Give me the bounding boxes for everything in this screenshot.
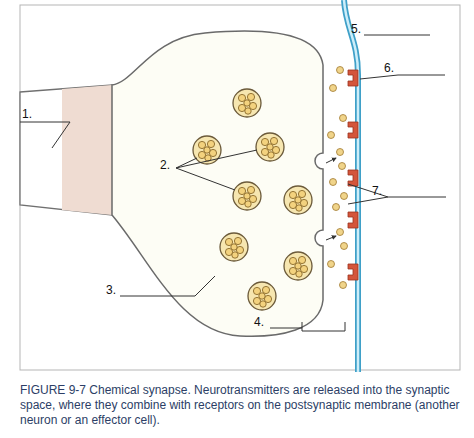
neurotransmitter [337,67,344,74]
neurotransmitter [330,179,337,186]
receptor [348,170,358,186]
synaptic-vesicle [233,182,261,210]
neurotransmitter [337,149,344,156]
synaptic-vesicle [220,233,248,261]
callout-number: 5. [351,22,361,36]
receptor [348,264,358,280]
synaptic-vesicle [233,89,261,117]
neurotransmitter [337,229,344,236]
callout-number: 4. [254,315,264,329]
receptor [348,70,358,86]
release-arrow [326,158,336,163]
leader-lines [20,35,446,331]
answer-line [388,197,446,198]
release-arrow [326,236,336,240]
neurotransmitter [339,163,346,170]
synaptic-vesicle [284,252,312,280]
neurotransmitter-group [328,67,348,289]
neurotransmitter [328,132,335,139]
cleft-bracket [302,322,345,331]
leader-line [176,168,235,190]
synaptic-vesicle [256,133,284,161]
leader-line [20,122,70,148]
callout-number: 7. [372,184,382,198]
neurotransmitter [340,115,347,122]
leader-line [176,150,257,168]
figure-caption: FIGURE 9-7 Chemical synapse. Neurotransm… [20,383,466,428]
callout-number: 1. [22,107,32,121]
receptor [348,122,358,138]
neurotransmitter [341,193,348,200]
callout-number: 6. [384,61,394,75]
postsynaptic-membrane [344,0,358,372]
axon [20,85,112,215]
postsynaptic-membrane [344,0,358,372]
axon-terminal [112,31,323,336]
synaptic-vesicle [248,282,276,310]
axon-shading [62,85,112,215]
synaptic-vesicle [193,136,221,164]
neurotransmitter [340,282,347,289]
neurotransmitter [330,85,337,92]
answer-line [364,35,430,36]
leader-line [270,328,302,329]
leader-line [120,276,215,296]
neurotransmitter [341,243,348,250]
callout-number: 3. [106,283,116,297]
neurotransmitter [333,204,340,211]
frame-border [20,5,460,370]
receptor [348,212,358,228]
leader-line [348,184,388,197]
neurotransmitter [328,261,335,268]
answer-line [398,75,445,76]
synaptic-vesicle [284,186,312,214]
callout-number: 2. [160,158,170,172]
leader-line [360,75,398,79]
leader-line [348,197,388,204]
leader-line [176,158,197,168]
